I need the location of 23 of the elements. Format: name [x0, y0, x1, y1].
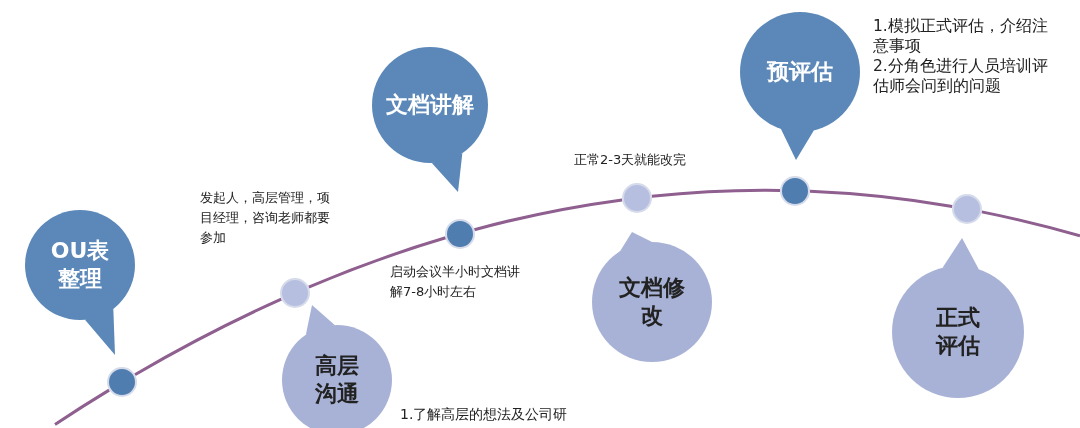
note-text: 1.了解高层的想法及公司研 — [400, 405, 569, 424]
timeline-dot — [622, 183, 652, 213]
timeline-line — [308, 236, 447, 289]
timeline-line — [134, 297, 282, 376]
note-text: 启动会议半小时文档讲解7-8小时左右 — [390, 263, 520, 302]
timeline-dot — [445, 218, 475, 249]
bubble-text: 高层沟通 — [314, 351, 360, 409]
bubble-text: 正式评估 — [934, 303, 981, 361]
timeline-line — [651, 188, 780, 198]
bubble-text: 预评估 — [765, 57, 834, 86]
note-text: 发起人，高层管理，项目经理，咨询老师都要参加 — [200, 189, 331, 248]
bubble-text: 文档修改 — [618, 273, 686, 331]
timeline-dot — [280, 278, 310, 308]
timeline-line — [474, 198, 623, 232]
note-text: 2.分角色进行人员培训评估师会问到的问题 — [873, 56, 1049, 97]
note-text: 1.模拟正式评估，介绍注意事项 — [873, 16, 1049, 57]
timeline-dot — [952, 194, 982, 224]
timeline-dot — [780, 175, 810, 206]
bubble-text: 文档讲解 — [385, 90, 475, 119]
bubble-text: OU表整理 — [49, 236, 111, 294]
timeline-line — [809, 189, 953, 208]
note-text: 正常2-3天就能改完 — [574, 151, 688, 169]
timeline-dot — [107, 367, 137, 398]
